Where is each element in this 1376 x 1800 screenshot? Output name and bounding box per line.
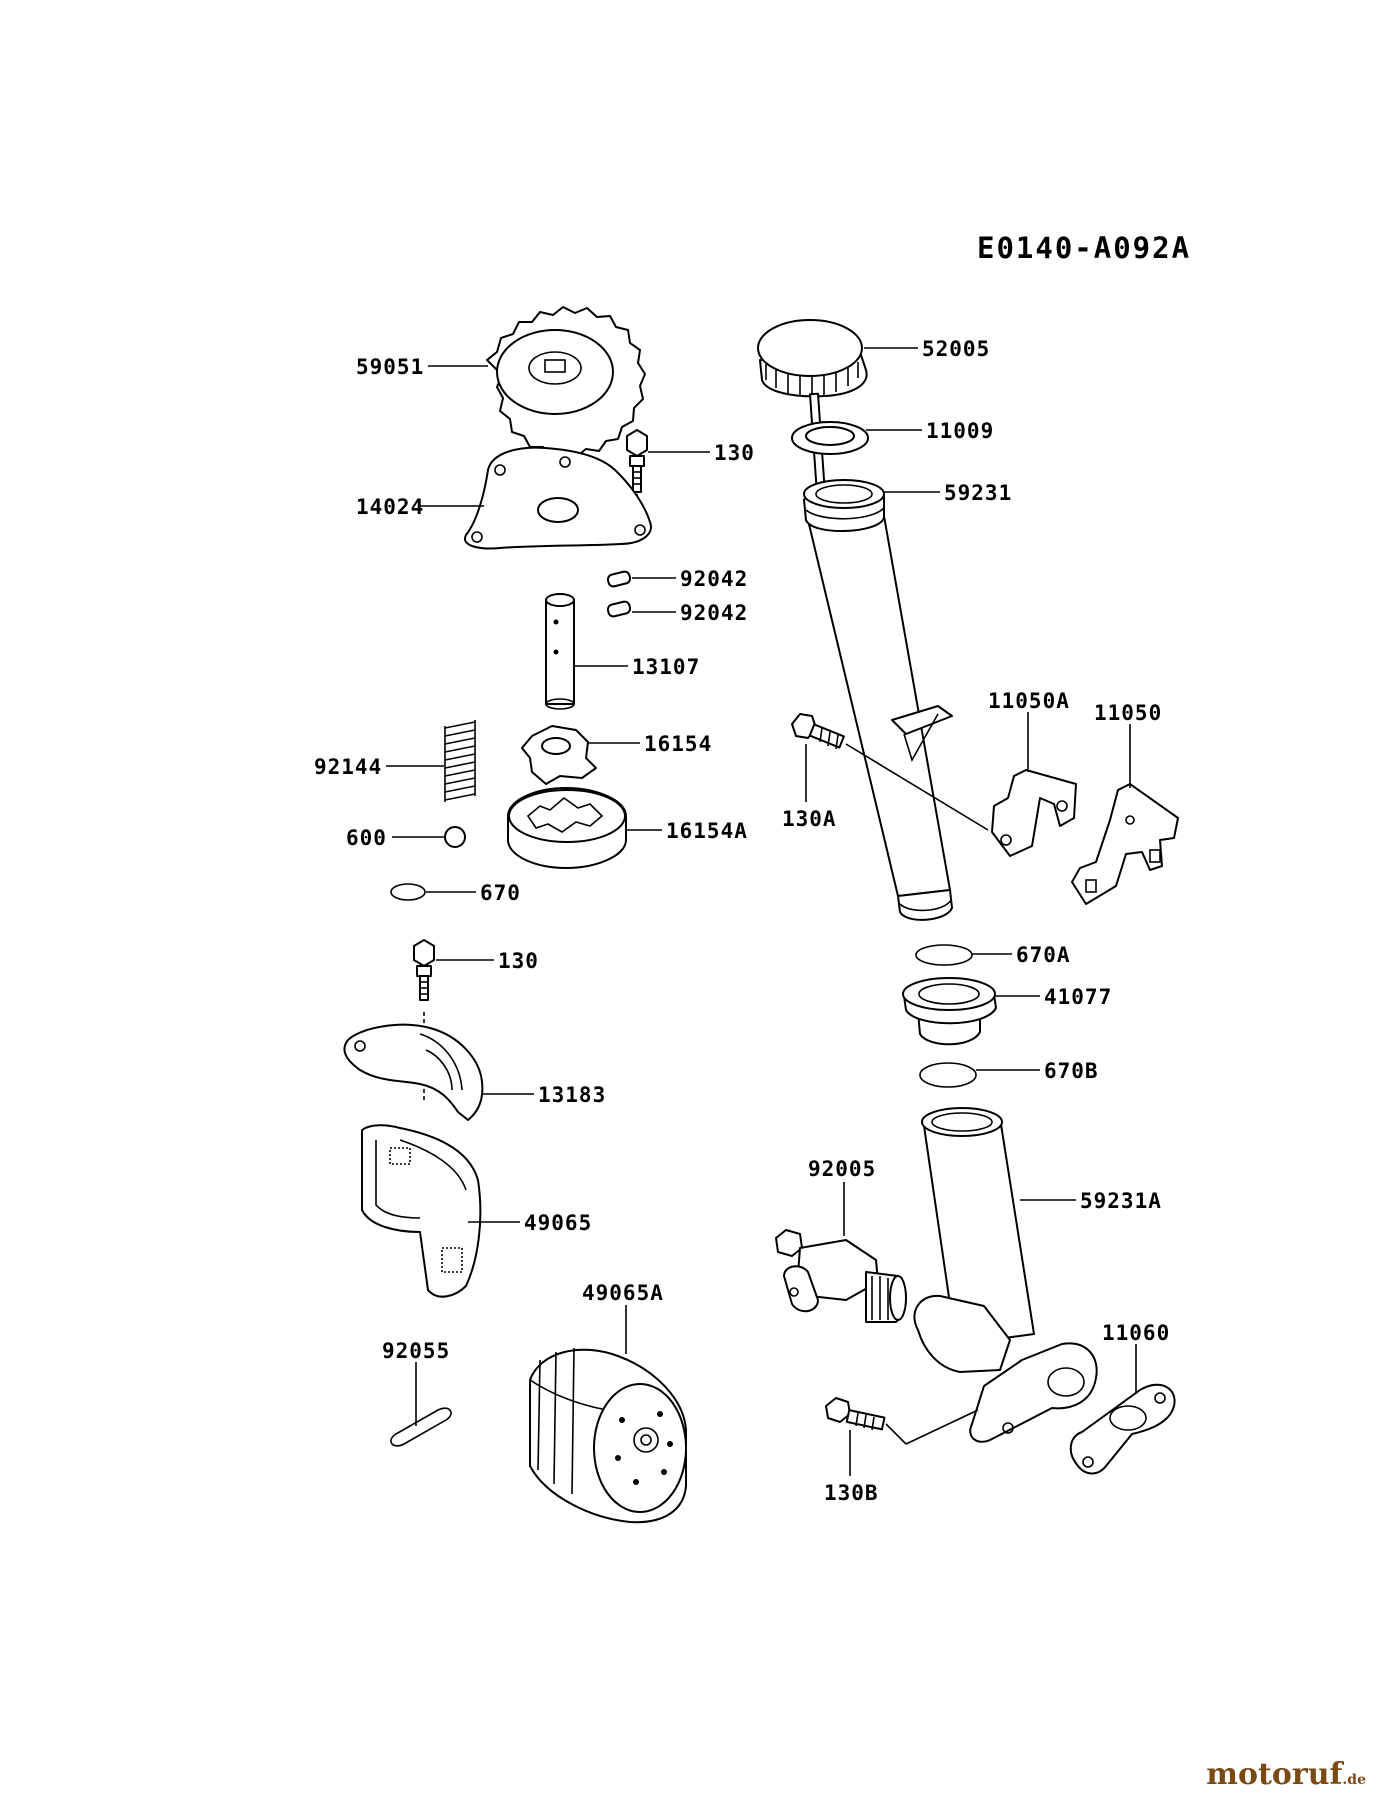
filler-tube-59231 (803, 479, 953, 921)
label-14024: 14024 (356, 495, 424, 519)
label-16154: 16154 (644, 732, 712, 756)
oring-670 (390, 883, 426, 901)
label-59231: 59231 (944, 481, 1012, 505)
outer-rotor-16154A (507, 787, 627, 869)
pin-92042-b (606, 600, 632, 618)
cover-13183 (343, 1023, 484, 1121)
label-13183: 13183 (538, 1083, 606, 1107)
pipe-59231A (913, 1107, 1098, 1443)
bolt-130B (825, 1397, 886, 1431)
label-52005: 52005 (922, 337, 990, 361)
watermark-logo: motoruf.de (1206, 1757, 1366, 1792)
label-59231A: 59231A (1080, 1189, 1162, 1213)
label-130-mid: 130 (498, 949, 539, 973)
label-49065: 49065 (524, 1211, 592, 1235)
bracket-11050 (1071, 783, 1179, 905)
oring-670B (919, 1062, 977, 1088)
label-130A: 130A (782, 807, 837, 831)
bolt-130A (791, 713, 845, 750)
fitting-92005 (775, 1229, 907, 1323)
ring-92055 (390, 1407, 452, 1447)
diagram-code: E0140-A092A (977, 231, 1191, 265)
leader-130A-bracket (845, 743, 989, 831)
label-92042-a: 92042 (680, 567, 748, 591)
label-670A: 670A (1016, 943, 1071, 967)
leader-130B-pipe-a (885, 1423, 907, 1445)
oil-filter-49065A (529, 1347, 687, 1524)
label-59051: 59051 (356, 355, 424, 379)
plate-14024 (463, 446, 652, 550)
label-670B: 670B (1044, 1059, 1099, 1083)
watermark-suffix: .de (1342, 1772, 1366, 1788)
watermark-text: motoruf (1206, 1757, 1343, 1792)
label-130-top: 130 (714, 441, 755, 465)
washer-11009 (791, 421, 869, 455)
strainer-49065 (361, 1124, 482, 1298)
bracket-11050A (991, 769, 1077, 857)
pin-92042-a (606, 570, 632, 588)
label-11060: 11060 (1102, 1321, 1170, 1345)
leader-130B-pipe-b (905, 1409, 979, 1445)
spring-92144 (444, 720, 476, 802)
label-92005: 92005 (808, 1157, 876, 1181)
oring-670A (915, 944, 973, 966)
label-41077: 41077 (1044, 985, 1112, 1009)
label-49065A: 49065A (582, 1281, 664, 1305)
label-130B: 130B (824, 1481, 879, 1505)
label-11009: 11009 (926, 419, 994, 443)
label-13107: 13107 (632, 655, 700, 679)
label-670: 670 (480, 881, 521, 905)
shaft-13107 (545, 593, 575, 710)
label-92042-b: 92042 (680, 601, 748, 625)
ball-600 (444, 826, 466, 848)
adapter-41077 (902, 977, 997, 1046)
label-600: 600 (346, 826, 387, 850)
gear-59051 (486, 306, 646, 458)
dipstick-cap-52005 (757, 319, 868, 515)
label-16154A: 16154A (666, 819, 748, 843)
label-11050A: 11050A (988, 689, 1070, 713)
gasket-11060 (1069, 1383, 1176, 1475)
inner-rotor-16154 (521, 725, 597, 785)
label-92055: 92055 (382, 1339, 450, 1363)
label-11050: 11050 (1094, 701, 1162, 725)
label-92144: 92144 (314, 755, 382, 779)
